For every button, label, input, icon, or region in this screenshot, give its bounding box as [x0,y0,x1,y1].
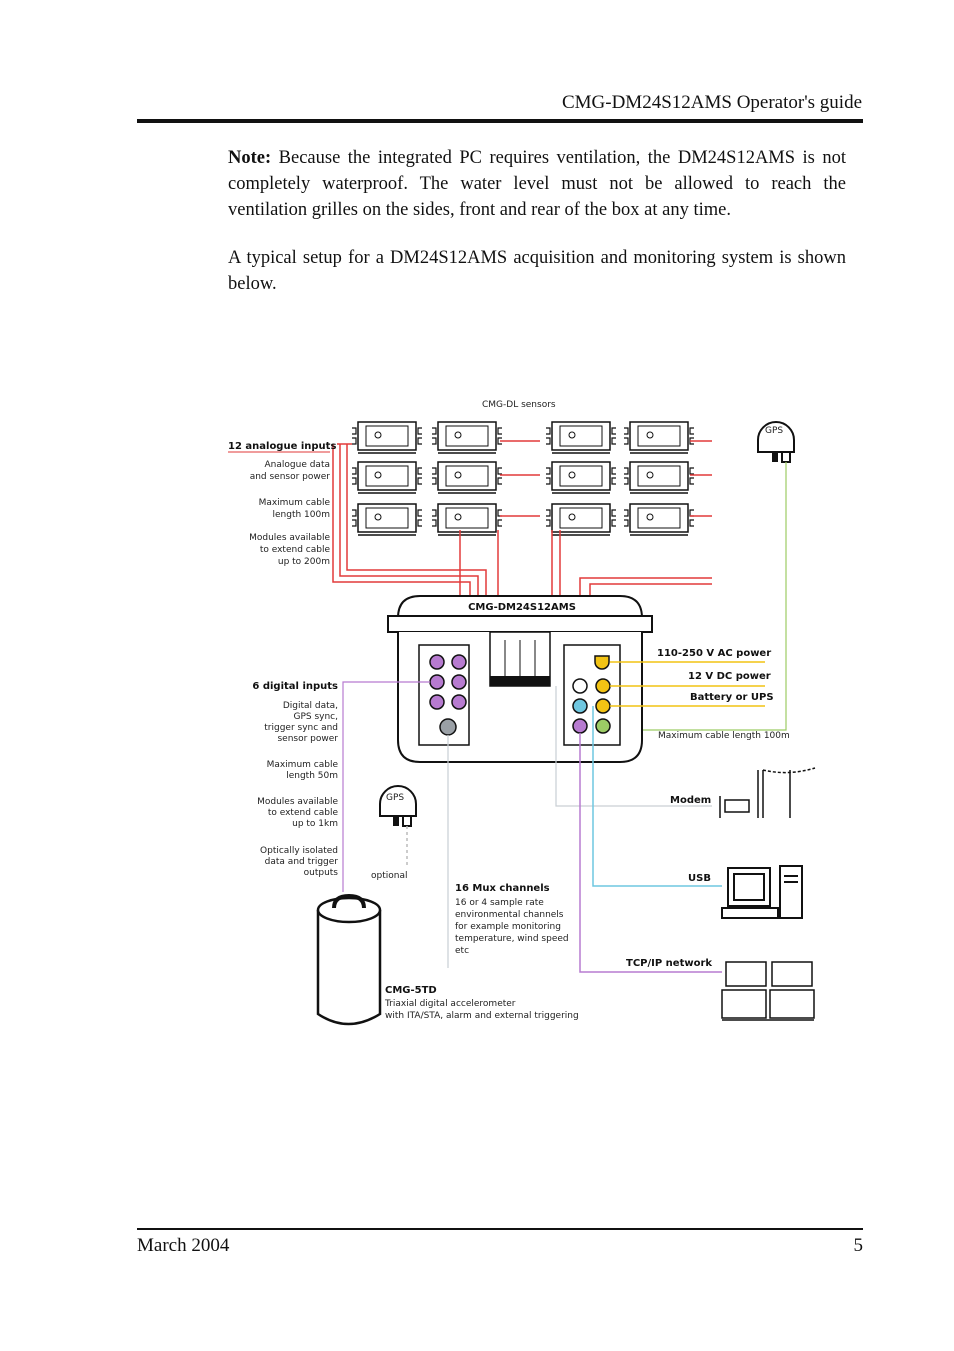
sensor-unit [546,421,616,454]
gps-left-label: GPS [386,793,404,803]
sensor-unit [624,503,694,536]
gps-cable [610,462,787,731]
sensors-title: CMG-DL sensors [482,400,556,410]
battery-label: Battery or UPS [690,692,774,703]
ac-power-label: 110-250 V AC power [657,648,771,659]
io-connectors [572,655,611,734]
optional-label: optional [371,871,407,881]
analog-desc-1: Analogue data [265,460,330,470]
sensor-unit [432,461,502,494]
sensor-unit [624,461,694,494]
modules-cable-1: Modules available [249,533,330,543]
modules-cable-3: up to 200m [278,557,330,567]
max-cable2-1: Maximum cable [267,760,339,770]
max-cable-1: Maximum cable [259,498,331,508]
sensor-unit [352,503,422,536]
digital-desc-3: trigger sync and [264,723,338,733]
sensor-unit [432,421,502,454]
max-cable-2: length 100m [273,510,331,520]
modem-icon [719,767,816,818]
sensor-unit [352,461,422,494]
max-cable2-2: length 50m [286,771,338,781]
tcpip-label: TCP/IP network [626,958,712,969]
usb-cable [592,706,722,887]
footer-page-number: 5 [853,1235,864,1256]
sensor-grid [352,421,694,536]
digital-inputs-label: 6 digital inputs [252,681,338,692]
unit-label: CMG-DM24S12AMS [468,602,576,613]
std-desc-1: Triaxial digital accelerometer [384,999,516,1009]
dc-power-label: 12 V DC power [688,671,771,682]
gps-cable-label: Maximum cable length 100m [658,731,790,741]
gps-top-label: GPS [765,426,783,436]
dm24-unit [387,595,653,763]
opto-2: data and trigger [265,857,339,867]
modules-cable2-3: up to 1km [292,819,338,829]
mux-title: 16 Mux channels [455,883,550,894]
gps-left-icon [379,785,417,827]
sensor-unit [432,503,502,536]
mux-desc-4: temperature, wind speed [455,934,569,944]
analog-inputs-label: 12 analogue inputs [228,441,336,452]
analog-cables [332,440,712,595]
usb-label: USB [688,873,711,884]
mux-desc-5: etc [455,946,469,956]
power-lines [610,661,765,707]
cmg-5td-icon [316,893,382,1026]
sensor-unit [546,461,616,494]
modem-label: Modem [670,795,711,806]
analog-desc-2: and sensor power [250,472,331,482]
computer-icon [721,865,803,919]
network-icon [721,961,815,1021]
header-title: CMG-DM24S12AMS Operator's guide [561,92,862,113]
mux-desc-2: environmental channels [455,910,564,920]
opto-3: outputs [304,868,339,878]
digital-desc-1: Digital data, [283,701,338,711]
digital-desc-2: GPS sync, [293,712,338,722]
digital-desc-4: sensor power [277,734,338,744]
footer-rule [137,1228,863,1230]
digital-cable [342,681,430,892]
std-desc-2: with ITA/STA, alarm and external trigger… [385,1011,579,1021]
note-label: Note: [228,148,272,168]
modules-cable-2: to extend cable [260,545,331,555]
mux-desc-3: for example monitoring [455,922,561,932]
std-name: CMG-5TD [385,985,437,996]
note-text: Because the integrated PC requires venti… [228,148,847,220]
sensor-unit [546,503,616,536]
setup-paragraph: A typical setup for a DM24S12AMS acquisi… [228,248,846,294]
tcpip-cable [579,733,722,973]
header-rule [137,119,863,123]
modules-cable2-2: to extend cable [268,808,339,818]
modem-cable [555,686,712,807]
note-paragraph: Note: Because the integrated PC requires… [228,145,846,223]
footer-date: March 2004 [137,1235,230,1256]
body-text: Note: Because the integrated PC requires… [228,145,846,319]
sensor-unit [624,421,694,454]
mux-desc-1: 16 or 4 sample rate [455,898,544,908]
opto-1: Optically isolated [260,846,338,856]
sensor-unit [352,421,422,454]
modules-cable2-1: Modules available [257,797,338,807]
gps-top-icon [757,421,795,463]
